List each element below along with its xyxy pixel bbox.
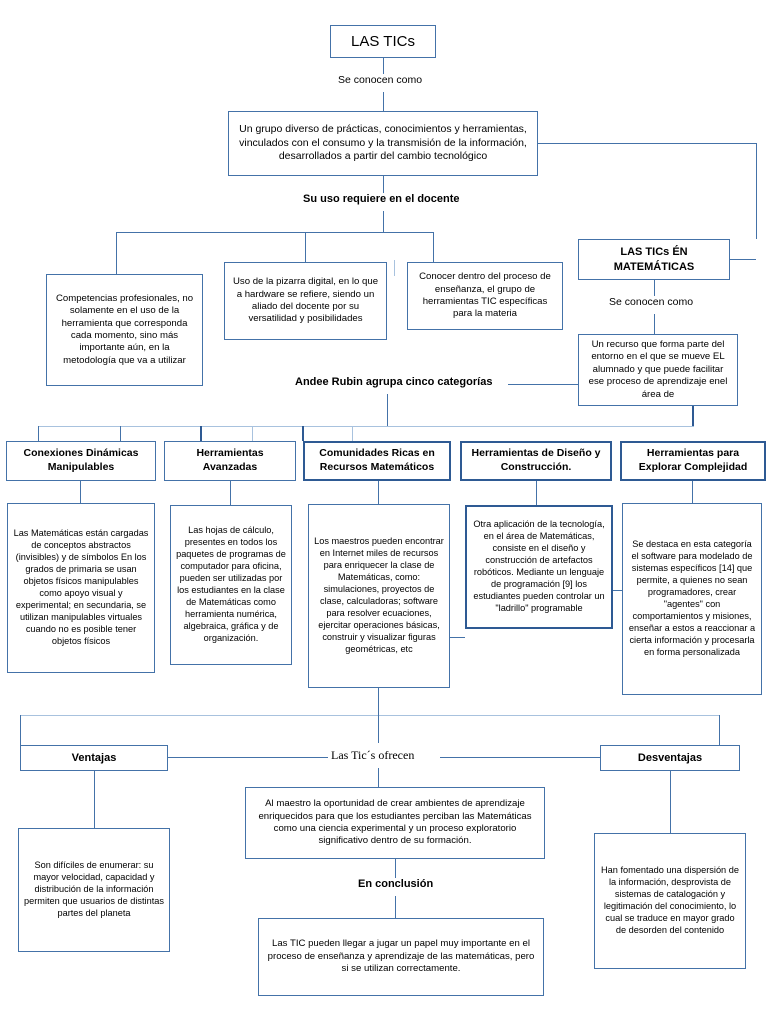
connector-cat2-header-to-body (378, 481, 379, 504)
connector-right-stub-to-tics (756, 143, 757, 239)
node-pizarra-label: Uso de la pizarra digital, en lo que a h… (232, 276, 379, 325)
category-header-1: Herramientas Avanzadas (164, 441, 296, 481)
connector-ofrecen-label-down (378, 768, 379, 787)
category-header-3: Herramientas de Diseño y Construcción. (460, 441, 612, 481)
label-las-tics-ofrecen: Las Tic´s ofrecen (328, 748, 418, 763)
connector-body2-to-body3 (450, 637, 465, 638)
connector-body3-to-body4 (613, 590, 622, 591)
category-header-2-label: Comunidades Ricas en Recursos Matemático… (319, 447, 435, 473)
node-competencias-label: Competencias profesionales, no solamente… (55, 292, 194, 366)
connector-definition-right-stub (538, 143, 756, 144)
connector-cat-drop-2 (120, 426, 121, 441)
connector-cat-drop-1 (38, 426, 39, 441)
node-root-label: LAS TICs (351, 32, 415, 50)
node-ofrecen-texto: Al maestro la oportunidad de crear ambie… (245, 787, 545, 859)
connector-ofrecen-to-conclusion (395, 859, 396, 878)
connector-bottom-drop-left (20, 715, 21, 745)
connector-right-column-to-cat5 (692, 406, 694, 426)
connector-uso-to-bus (383, 211, 384, 232)
connector-cat-drop-5 (302, 426, 304, 441)
connector-definition-to-uso (383, 176, 384, 193)
label-en-conclusion: En conclusión (355, 878, 437, 890)
connector-cat4-header-to-body (692, 481, 693, 503)
category-body-0: Las Matemáticas están cargadas de concep… (7, 503, 155, 673)
category-body-1-label: Las hojas de cálculo, presentes en todos… (176, 525, 286, 643)
connector-desventajas-down (670, 771, 671, 833)
connector-cat3-header-to-body (536, 481, 537, 505)
category-header-4: Herramientas para Explorar Complejidad (620, 441, 766, 481)
label-su-uso-requiere: Su uso requiere en el docente (300, 193, 463, 205)
connector-ofrecen-to-desventajas (440, 757, 600, 758)
connector-docente-drop-2 (305, 232, 306, 262)
node-tics-matematicas-label: LAS TICs ÉN MATEMÁTICAS (613, 246, 695, 273)
connector-cat-drop-3 (200, 426, 202, 441)
connector-docente-drop-3 (433, 232, 434, 262)
node-definition-label: Un grupo diverso de prácticas, conocimie… (239, 123, 527, 163)
category-header-3-label: Herramientas de Diseño y Construcción. (471, 447, 601, 473)
connector-ventajas-to-ofrecen (168, 757, 328, 758)
category-body-0-label: Las Matemáticas están cargadas de concep… (13, 528, 149, 646)
node-desventajas-texto: Han fomentado una dispersión de la infor… (594, 833, 746, 969)
connector-cat-drop-6 (352, 426, 353, 441)
node-ventajas-label: Ventajas (71, 751, 117, 764)
connector-docente-drop-1 (116, 232, 117, 274)
connector-tics-to-label (654, 280, 655, 296)
category-body-3-label: Otra aplicación de la tecnología, en el … (473, 519, 605, 613)
connector-cat-drop-4 (252, 426, 253, 441)
category-body-4-label: Se destaca en esta categoría el software… (628, 539, 756, 657)
node-ofrecen-texto-label: Al maestro la oportunidad de crear ambie… (258, 798, 532, 847)
category-body-2: Los maestros pueden encontrar en Interne… (308, 504, 450, 688)
connector-bottom-drop-right (719, 715, 720, 745)
node-conocer-proceso: Conocer dentro del proceso de enseñanza,… (407, 262, 563, 330)
node-pizarra: Uso de la pizarra digital, en lo que a h… (224, 262, 387, 340)
connector-label-to-recurso (654, 314, 655, 334)
category-body-1: Las hojas de cálculo, presentes en todos… (170, 505, 292, 665)
category-body-2-label: Los maestros pueden encontrar en Interne… (314, 536, 444, 654)
node-ventajas-texto: Son difíciles de enumerar: su mayor velo… (18, 828, 170, 952)
connector-cat0-header-to-body (80, 481, 81, 503)
node-conclusion-texto-label: Las TIC pueden llegar a jugar un papel m… (267, 938, 535, 975)
label-andee-rubin: Andee Rubin agrupa cinco categorías (292, 376, 496, 388)
node-desventajas: Desventajas (600, 745, 740, 771)
node-root: LAS TICs (330, 25, 436, 58)
node-definition: Un grupo diverso de prácticas, conocimie… (228, 111, 538, 176)
connector-bottom-drop-center (378, 715, 379, 743)
node-ventajas-texto-label: Son difíciles de enumerar: su mayor velo… (24, 860, 164, 918)
category-header-0-label: Conexiones Dinámicas Manipulables (23, 447, 139, 473)
connector-ventajas-down (94, 771, 95, 828)
connector-label-to-definition (383, 92, 384, 111)
node-recurso-label: Un recurso que forma parte del entorno e… (588, 338, 728, 400)
connector-stray-segment (394, 260, 395, 276)
connector-cat2-body-down (378, 688, 379, 715)
category-header-2: Comunidades Ricas en Recursos Matemático… (303, 441, 451, 481)
connector-root-to-label (383, 58, 384, 74)
node-competencias: Competencias profesionales, no solamente… (46, 274, 203, 386)
connector-conclusion-label-down (395, 896, 396, 918)
category-header-0: Conexiones Dinámicas Manipulables (6, 441, 156, 481)
category-body-4: Se destaca en esta categoría el software… (622, 503, 762, 695)
connector-recurso-to-andee (508, 384, 578, 385)
label-se-conocen-como-1: Se conocen como (335, 74, 426, 86)
category-header-1-label: Herramientas Avanzadas (196, 447, 264, 473)
label-se-conocen-como-2: Se conocen como (606, 296, 697, 308)
connector-docente-bus (116, 232, 434, 233)
node-conclusion-texto: Las TIC pueden llegar a jugar un papel m… (258, 918, 544, 996)
node-conocer-proceso-label: Conocer dentro del proceso de enseñanza,… (419, 271, 551, 320)
connector-category-bus (38, 426, 694, 427)
node-tics-matematicas: LAS TICs ÉN MATEMÁTICAS (578, 239, 730, 280)
node-desventajas-label: Desventajas (637, 751, 703, 764)
connector-bottom-bus (20, 715, 720, 716)
connector-cat1-header-to-body (230, 481, 231, 505)
node-desventajas-texto-label: Han fomentado una dispersión de la infor… (601, 865, 739, 935)
node-ventajas: Ventajas (20, 745, 168, 771)
connector-right-stub-into-tics (730, 259, 756, 260)
category-header-4-label: Herramientas para Explorar Complejidad (638, 447, 748, 473)
node-recurso: Un recurso que forma parte del entorno e… (578, 334, 738, 406)
category-body-3: Otra aplicación de la tecnología, en el … (465, 505, 613, 629)
connector-andee-down (387, 394, 388, 426)
